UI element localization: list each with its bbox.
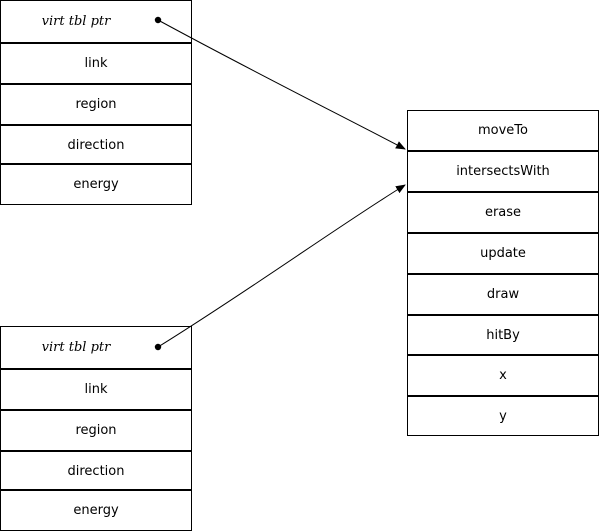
vtable-method-erase: erase xyxy=(408,191,598,232)
vtable-method-x: x xyxy=(408,354,598,395)
object-b-region-field: region xyxy=(1,409,191,450)
object-a-pointer-arrow xyxy=(157,19,406,150)
object-a-link-field: link xyxy=(1,42,191,83)
object-a-region-field: region xyxy=(1,83,191,124)
object-b-energy-field: energy xyxy=(1,489,191,530)
object-b-vtbl-ptr-field: virt tbl ptr xyxy=(1,327,191,368)
object-b-record: virt tbl ptr link region direction energ… xyxy=(0,326,192,531)
vtable-method-moveto: moveTo xyxy=(478,123,528,138)
object-b-vtbl-ptr-label: virt tbl ptr xyxy=(41,340,111,355)
object-b-link-field: link xyxy=(1,368,191,409)
object-a-record: virt tbl ptr link region direction energ… xyxy=(0,0,192,205)
object-b-pointer-arrow xyxy=(157,184,406,348)
object-a-vtbl-ptr-field: virt tbl ptr xyxy=(1,1,191,42)
object-b-direction-field: direction xyxy=(1,450,191,491)
object-a-direction-field: direction xyxy=(1,124,191,165)
object-a-energy-field: energy xyxy=(1,163,191,204)
vtable-method-draw: draw xyxy=(408,273,598,314)
vtable-record: moveTo intersectsWith erase update draw … xyxy=(407,110,599,436)
vtable-method-hitby: hitBy xyxy=(408,314,598,354)
vtable-method-intersectswith: intersectsWith xyxy=(408,150,598,191)
object-a-vtbl-ptr-label: virt tbl ptr xyxy=(41,14,111,29)
vtable-method-update: update xyxy=(408,232,598,273)
vtable-method-y: y xyxy=(408,395,598,435)
